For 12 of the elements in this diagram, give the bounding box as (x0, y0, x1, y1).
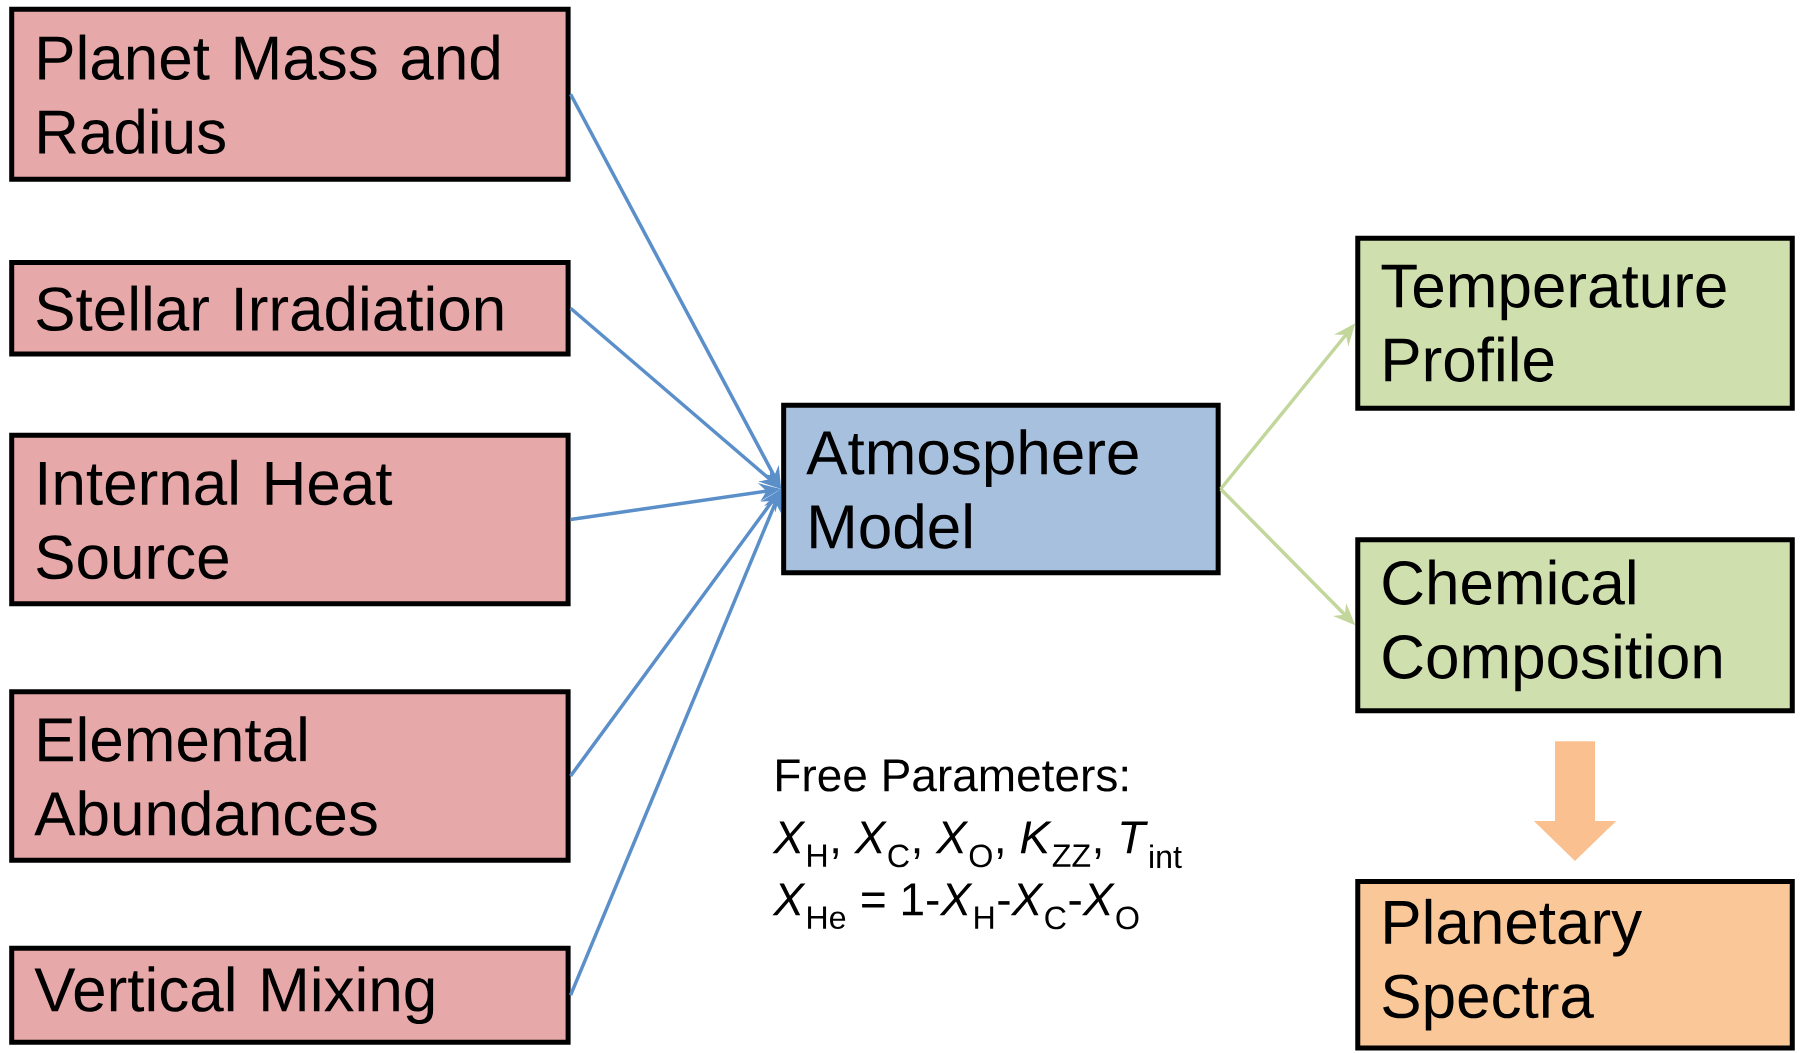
parameter-heading: Free Parameters: (777, 759, 1127, 792)
parameter-formula: X$_{H}$, X$_{C}$, X$_{O}$, K$_{ZZ}$, T$_{int}$ (772, 821, 1182, 869)
output-box: Chemical Composition (1355, 537, 1795, 714)
input-box: Internal Heat Source (9, 432, 571, 607)
output-box: Planetary Spectra (1355, 879, 1795, 1051)
input-box: Elemental Abundances (9, 689, 571, 863)
input-box: Planet Mass and Radius (9, 6, 571, 182)
input-box: Stellar Irradiation (9, 260, 571, 357)
input-box: Vertical Mixing (9, 945, 571, 1045)
output-box: Temperature Profile (1355, 235, 1795, 411)
model-box: Atmosphere Model (781, 402, 1221, 576)
parameter-formula: X$_{He}$ = 1-X$_{H}$-X$_{C}$-X$_{O}$ (772, 883, 1139, 930)
